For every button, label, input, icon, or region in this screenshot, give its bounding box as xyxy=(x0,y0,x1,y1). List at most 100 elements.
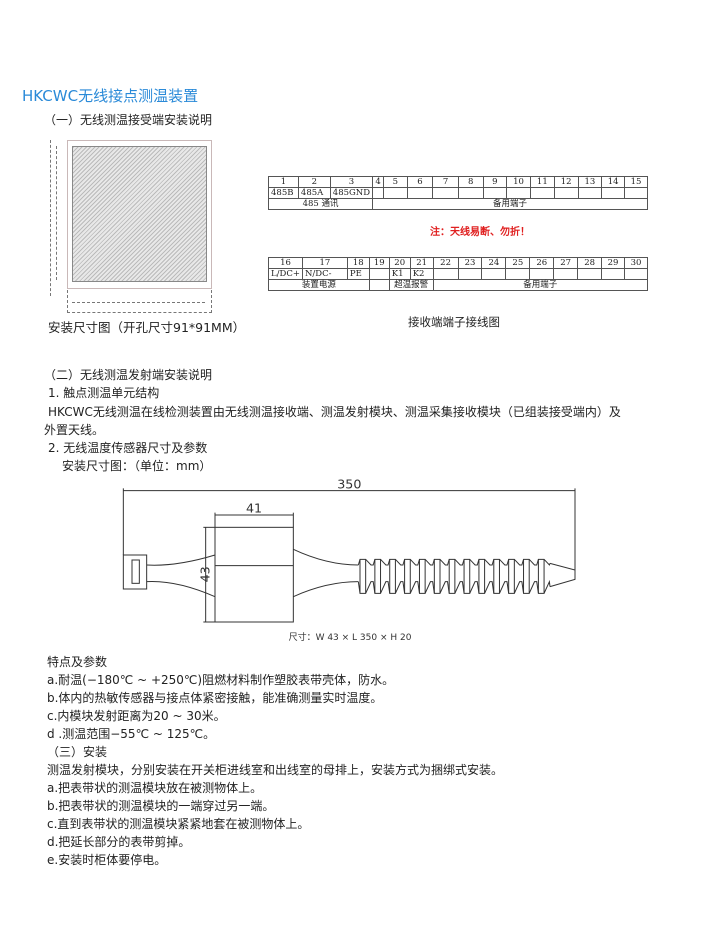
dim-length-label: 350 xyxy=(337,476,361,491)
terminal-number: 13 xyxy=(577,176,603,188)
para1b: 外置天线。 xyxy=(44,423,105,437)
section3-heading: （三）安装 xyxy=(47,745,108,759)
dim-caption: 尺寸：W 43 × L 350 × H 20 xyxy=(289,631,412,643)
terminal-signal xyxy=(368,268,390,280)
terminal-signal: K1 xyxy=(388,268,411,280)
terminal-signal xyxy=(623,268,649,280)
terminal-signal xyxy=(432,268,459,280)
terminal-signal xyxy=(383,187,408,199)
section2-heading: （二）无线测温发射端安装说明 xyxy=(44,368,213,382)
features-heading: 特点及参数 xyxy=(47,655,108,669)
terminal-number: 21 xyxy=(409,257,434,269)
strap-buckle xyxy=(122,554,148,590)
terminal-number: 30 xyxy=(623,257,649,269)
terminal-signal xyxy=(372,187,385,199)
group-alarm: 超温报警 xyxy=(388,279,434,291)
terminal-number: 16 xyxy=(268,257,303,269)
group-empty xyxy=(368,279,390,291)
neck-right-bottom xyxy=(293,581,359,598)
terminal-signal: N/DC- xyxy=(301,268,348,280)
terminal-number: 15 xyxy=(624,176,648,188)
terminal-number: 25 xyxy=(505,257,531,269)
para1a: HKCWC无线测温在线检测装置由无线测温接收端、测温发射模块、测温采集接收模块（… xyxy=(48,405,621,419)
neck-left-top xyxy=(146,554,216,566)
terminal-number: 14 xyxy=(601,176,626,188)
dim-height-label: 43 xyxy=(197,566,212,582)
terminal-group-row: 485 通讯 备用端子 xyxy=(267,198,648,210)
terminal-signal xyxy=(601,268,625,280)
terminal-number: 12 xyxy=(553,176,579,188)
dim-line xyxy=(67,290,212,313)
terminal-number: 22 xyxy=(432,257,459,269)
terminal-signal xyxy=(529,268,555,280)
terminal-signal xyxy=(457,268,483,280)
neck-left-bottom xyxy=(146,581,216,598)
dim-line xyxy=(50,140,59,296)
terminal-number: 23 xyxy=(457,257,483,269)
terminal-number: 18 xyxy=(346,257,370,269)
page-title: HKCWC无线接点测温装置 xyxy=(22,87,199,105)
feature-item: a.耐温(−180℃ ~ +250℃)阻燃材料制作塑胶表带壳体，防水。 xyxy=(47,673,395,687)
terminal-signal: L/DC+ xyxy=(268,268,303,280)
install-step: b.把表带状的测温模块的一端穿过另一端。 xyxy=(47,799,275,813)
terminal-signal: 485A xyxy=(297,187,331,199)
cutout-hatch xyxy=(72,146,207,282)
terminal-number: 1 xyxy=(268,176,299,188)
group-485: 485 通讯 xyxy=(267,198,374,210)
dim-width-label: 41 xyxy=(246,500,262,515)
feature-item: c.内模块发射距离为20 ~ 30米。 xyxy=(47,709,226,723)
terminal-number: 8 xyxy=(457,176,484,188)
wiring-caption: 接收端端子接线图 xyxy=(408,315,500,329)
terminal-number: 2 xyxy=(297,176,331,188)
terminal-number: 9 xyxy=(482,176,508,188)
dim-title: 安装尺寸图：（单位：mm） xyxy=(62,459,212,473)
feature-item: d .测温范围−55℃ ~ 125℃。 xyxy=(47,727,216,741)
group-spare: 备用端子 xyxy=(372,198,648,210)
group-spare: 备用端子 xyxy=(432,279,649,291)
dim-line xyxy=(56,146,69,280)
terminal-number: 29 xyxy=(601,257,625,269)
antenna-warning: 注：天线易断、勿折！ xyxy=(430,227,530,238)
terminal-signal: PE xyxy=(346,268,370,280)
terminal-number: 27 xyxy=(553,257,579,269)
terminal-signal xyxy=(505,268,531,280)
terminal-signal xyxy=(432,187,459,199)
terminal-signal xyxy=(624,187,648,199)
terminal-signal xyxy=(481,268,507,280)
terminal-signal xyxy=(553,187,579,199)
terminal-signal xyxy=(406,187,434,199)
terminal-signal xyxy=(553,268,579,280)
terminal-number: 7 xyxy=(432,176,459,188)
panel-outline xyxy=(67,140,212,289)
group-power: 装置电源 xyxy=(268,279,370,291)
terminal-number: 28 xyxy=(577,257,603,269)
item2: 2. 无线温度传感器尺寸及参数 xyxy=(48,441,208,455)
strap-tip xyxy=(549,562,576,588)
terminal-number: 24 xyxy=(481,257,507,269)
feature-item: b.体内的热敏传感器与接点体紧密接触，能准确测量实时温度。 xyxy=(47,691,383,705)
item1: 1. 触点测温单元结构 xyxy=(48,386,160,400)
terminal-number: 5 xyxy=(383,176,408,188)
terminal-signal xyxy=(577,187,603,199)
install-step: d.把延长部分的表带剪掉。 xyxy=(47,835,191,849)
terminal-group-row: 装置电源 超温报警 备用端子 xyxy=(268,279,649,291)
terminal-signal xyxy=(601,187,626,199)
strap-ribs xyxy=(357,558,551,594)
terminal-signal: 485GND xyxy=(329,187,374,199)
terminal-number: 17 xyxy=(301,257,348,269)
terminal-signal xyxy=(506,187,531,199)
terminal-number: 20 xyxy=(388,257,411,269)
install-step: a.把表带状的测温模块放在被测物体上。 xyxy=(47,781,263,795)
terminal-signal xyxy=(529,187,555,199)
dim-line xyxy=(72,290,205,303)
rib-outline xyxy=(357,558,551,566)
terminal-number: 26 xyxy=(529,257,555,269)
install-intro: 测温发射模块，分别安装在开关柜进线室和出线室的母排上，安装方式为捆绑式安装。 xyxy=(47,763,504,777)
mount-caption: 安装尺寸图（开孔尺寸91*91MM） xyxy=(48,320,246,335)
